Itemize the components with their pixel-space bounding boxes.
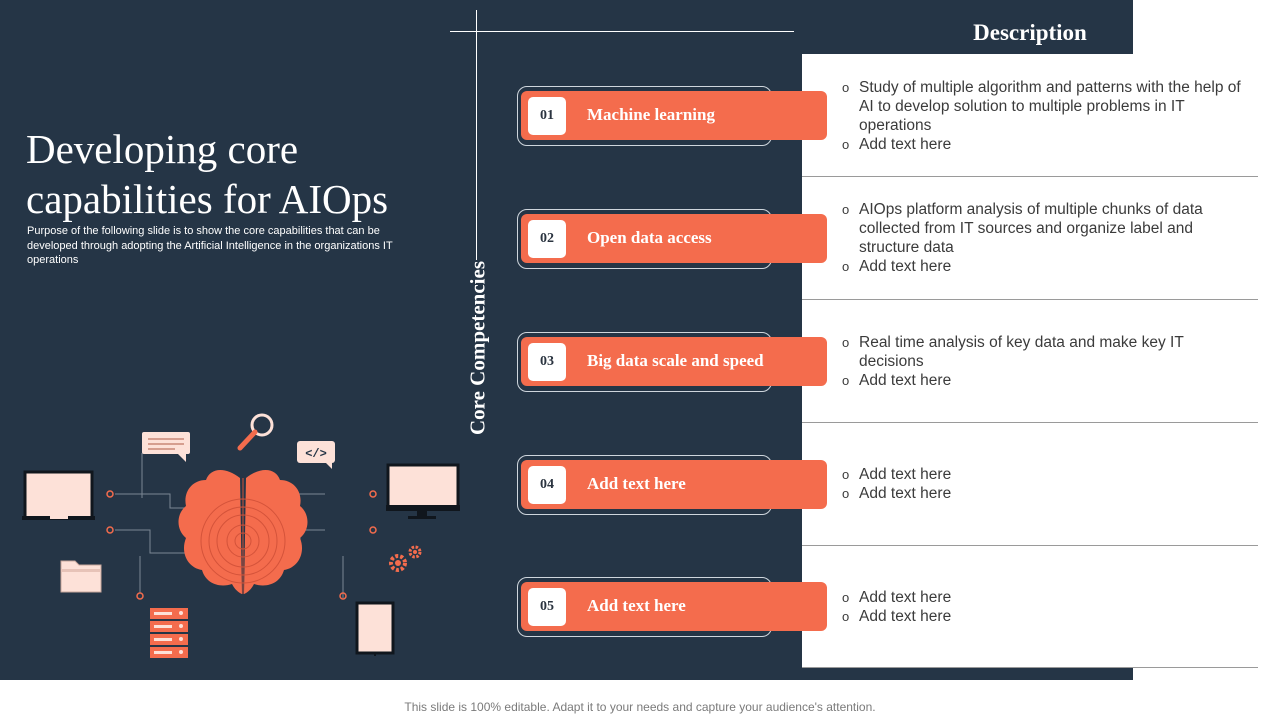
capability-pill	[521, 460, 827, 509]
server-icon	[150, 608, 188, 658]
capability-row-4: 04 Add text here	[0, 455, 1280, 515]
code-icon: </>	[297, 441, 335, 469]
desktop-icon	[386, 463, 460, 519]
capability-number: 01	[528, 97, 566, 135]
capability-number: 05	[528, 588, 566, 626]
capability-number: 02	[528, 220, 566, 258]
capability-description-1: Study of multiple algorithm and patterns…	[842, 78, 1242, 154]
tablet-icon	[355, 601, 395, 656]
page-title: Developing core capabilities for AIOps	[26, 126, 389, 222]
folder-icon	[60, 560, 102, 593]
capability-label: Open data access	[587, 228, 712, 247]
capability-label: Add text here	[587, 596, 686, 615]
description-bullet: Add text here	[842, 607, 1242, 626]
row-separator	[802, 422, 1258, 423]
capability-label: Machine learning	[587, 105, 715, 124]
description-bullet: Study of multiple algorithm and patterns…	[842, 78, 1242, 135]
description-bullet: Add text here	[842, 371, 1242, 390]
row-separator	[802, 176, 1258, 177]
vertical-divider	[476, 10, 477, 260]
description-bullet: Add text here	[842, 484, 1242, 503]
row-separator	[802, 299, 1258, 300]
capability-row-2: 02 Open data access	[0, 209, 1280, 269]
slide-footer: This slide is 100% editable. Adapt it to…	[404, 700, 876, 714]
capability-label: Big data scale and speed	[587, 351, 764, 370]
row-separator	[802, 667, 1258, 668]
capability-description-2: AIOps platform analysis of multiple chun…	[842, 200, 1242, 276]
capability-description-4: Add text here Add text here	[842, 465, 1242, 503]
aiops-illustration: </>	[22, 413, 460, 658]
horizontal-divider	[450, 31, 794, 32]
brain-icon	[178, 469, 308, 594]
description-bullet: Add text here	[842, 588, 1242, 607]
description-bullet: Add text here	[842, 257, 1242, 276]
capability-row-5: 05 Add text here	[0, 577, 1280, 637]
magnifier-icon	[237, 413, 274, 451]
svg-text:</>: </>	[305, 447, 327, 461]
capability-number: 04	[528, 466, 566, 504]
capability-label: Add text here	[587, 474, 686, 493]
row-separator	[802, 545, 1258, 546]
capability-row-3: 03 Big data scale and speed	[0, 332, 1280, 392]
chat-bubble-icon	[142, 432, 190, 462]
gears-icon	[389, 545, 422, 572]
description-bullet: Add text here	[842, 135, 1242, 154]
description-bullet: Real time analysis of key data and make …	[842, 333, 1242, 371]
capability-pill	[521, 337, 827, 386]
description-bullet: Add text here	[842, 465, 1242, 484]
capability-description-3: Real time analysis of key data and make …	[842, 333, 1242, 390]
capability-pill	[521, 91, 827, 140]
description-bullet: AIOps platform analysis of multiple chun…	[842, 200, 1242, 257]
monitor-icon	[22, 470, 95, 520]
page-subtitle: Purpose of the following slide is to sho…	[27, 225, 393, 266]
capability-number: 03	[528, 343, 566, 381]
capability-pill	[521, 582, 827, 631]
description-header: Description	[973, 20, 1087, 45]
capability-row-1: 01 Machine learning	[0, 86, 1280, 146]
capability-description-5: Add text here Add text here	[842, 588, 1242, 626]
capability-pill	[521, 214, 827, 263]
